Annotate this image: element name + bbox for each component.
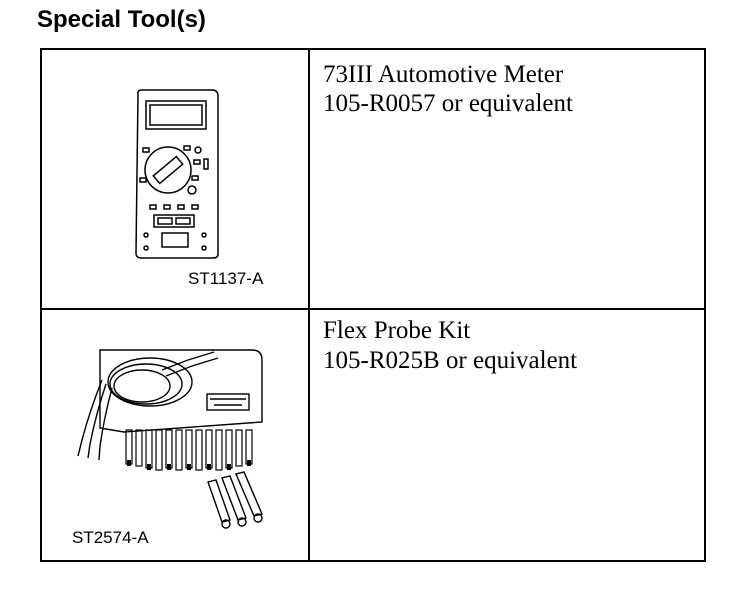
tool-part-number: 105-R025B or equivalent (323, 347, 578, 374)
tool-row-probe-kit: ST2574-A Flex Probe Kit 105-R025B or equ… (42, 310, 704, 560)
tool-image-cell: ST2574-A (42, 310, 310, 560)
special-tools-table: ST1137-A 73III Automotive Meter 105-R005… (40, 48, 706, 562)
tool-code-label: ST2574-A (72, 528, 149, 547)
tool-name: Flex Probe Kit (323, 317, 471, 344)
tool-row-meter: ST1137-A 73III Automotive Meter 105-R005… (42, 50, 704, 310)
tool-image-cell: ST1137-A (42, 50, 310, 308)
tool-part-number: 105-R0057 or equivalent (323, 90, 573, 117)
tool-name: 73III Automotive Meter (323, 61, 564, 88)
tool-code-label: ST1137-A (188, 269, 264, 288)
tool-description-cell: Flex Probe Kit 105-R025B or equivalent (310, 310, 704, 560)
flex-probe-kit-illustration (77, 349, 263, 529)
multimeter-illustration (135, 89, 219, 259)
tool-description-cell: 73III Automotive Meter 105-R0057 or equi… (310, 50, 704, 308)
page-heading: Special Tool(s) (37, 6, 206, 33)
